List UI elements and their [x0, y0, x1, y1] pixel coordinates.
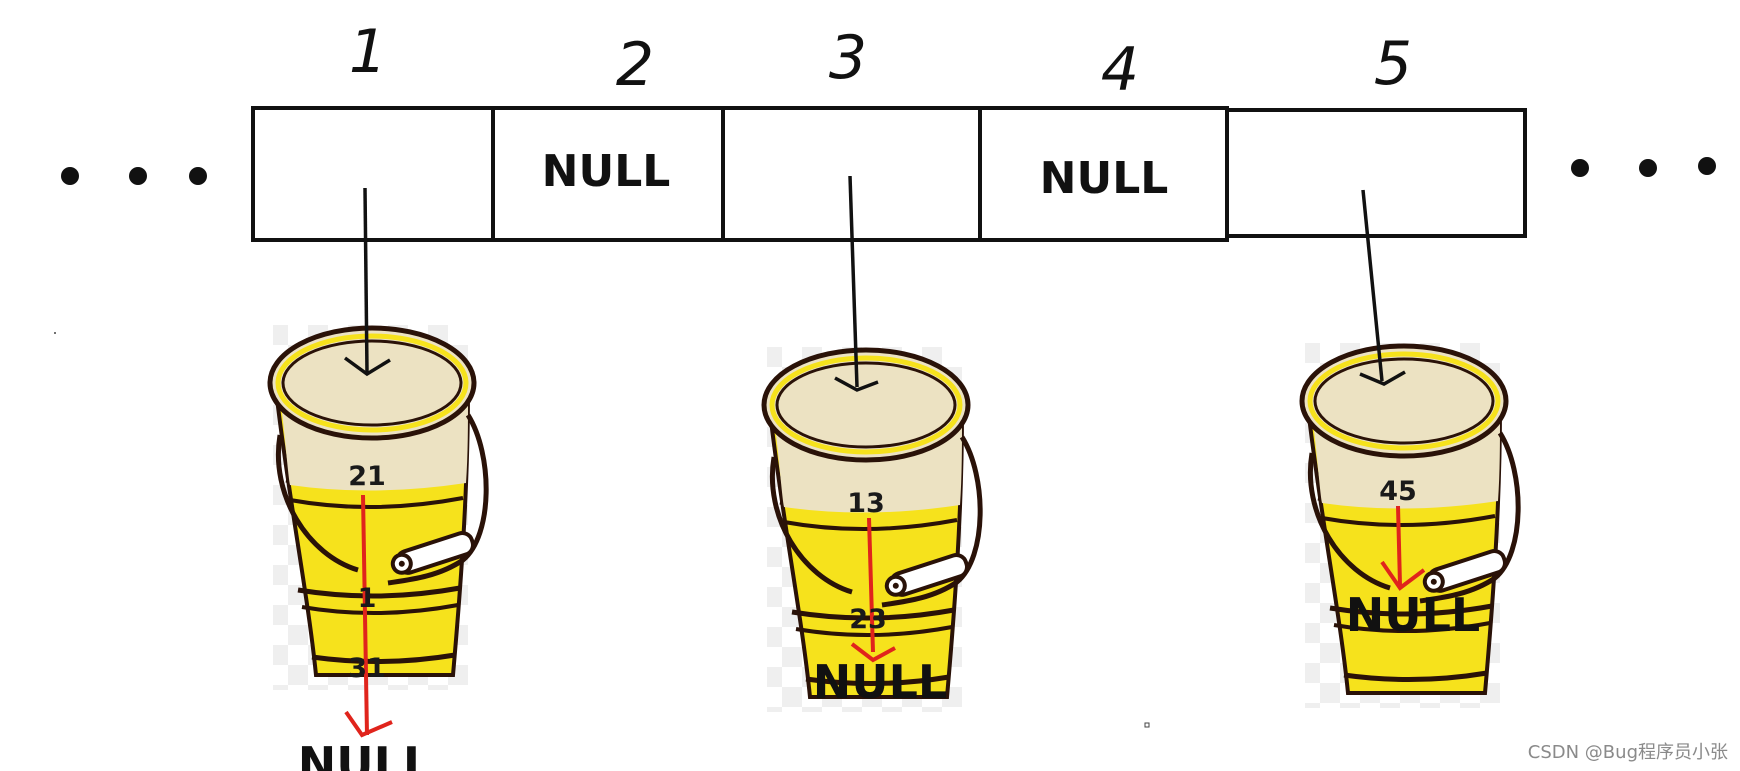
bucket-3-chain: 13 23 NULL	[813, 488, 947, 709]
pointer-arrow-5	[1359, 189, 1406, 386]
watermark: CSDN @Bug程序员小张	[1528, 742, 1728, 763]
array-cell-5	[1225, 108, 1527, 238]
bucket-3-value-2: 23	[849, 604, 887, 635]
pointer-arrow-1	[343, 187, 391, 377]
bucket-5	[1302, 343, 1518, 708]
stray-dot	[54, 332, 56, 334]
bucket-5-null: NULL	[1346, 588, 1480, 642]
bucket-1-value-3: 31	[348, 653, 386, 684]
pointer-arrow-3	[834, 175, 879, 392]
bucket-1-value-1: 21	[348, 461, 386, 492]
right-ellipsis	[1571, 157, 1716, 177]
bucket-5-chain: 45 NULL	[1346, 476, 1480, 642]
bucket-3-null: NULL	[813, 655, 947, 709]
bucket-1	[270, 325, 486, 690]
slot-index-4: 4	[1101, 35, 1139, 105]
slot-index-1: 1	[349, 17, 387, 87]
slot-index-2: 2	[616, 30, 654, 100]
bucket-1-value-2: 1	[358, 583, 377, 614]
slot-index-5: 5	[1374, 29, 1412, 99]
left-ellipsis	[61, 167, 207, 185]
cell-2-content: NULL	[542, 146, 671, 197]
bucket-3-value-1: 13	[847, 488, 885, 519]
stray-mark	[1144, 722, 1150, 728]
bucket-1-null: NULL	[298, 737, 432, 771]
cell-4-content: NULL	[1040, 153, 1169, 204]
slot-index-3: 3	[829, 23, 867, 93]
array-cell-1	[251, 106, 495, 242]
hash-array	[251, 106, 1527, 242]
bucket-1-chain: 21 1 31 NULL	[298, 461, 432, 771]
bucket-5-value-1: 45	[1379, 476, 1417, 507]
